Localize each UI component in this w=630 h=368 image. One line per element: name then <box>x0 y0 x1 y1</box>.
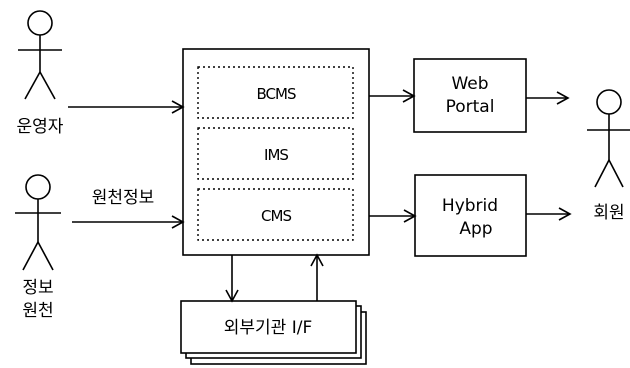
module-label-ims: IMS <box>264 146 288 164</box>
info-source-actor-icon <box>15 174 61 271</box>
module-label-bcms: BCMS <box>257 85 296 103</box>
web-portal-label-line2: Portal <box>446 97 495 117</box>
info-source-label-line2: 원천 <box>22 301 53 321</box>
member-actor-icon <box>587 89 630 188</box>
web-portal-box <box>413 58 527 133</box>
module-label-cms: CMS <box>261 207 291 225</box>
operator-label: 운영자 <box>17 117 64 137</box>
info-source-label-line1: 정보 <box>22 278 53 298</box>
module-box-bcms <box>197 66 354 119</box>
external-if-label: 외부기관 I/F <box>224 318 312 338</box>
source-info-edge-label: 원천정보 <box>92 188 155 208</box>
hybrid-app-label-line2: App <box>459 219 492 239</box>
module-box-ims <box>197 127 354 180</box>
external-if-box <box>180 300 357 354</box>
web-portal-label-line1: Web <box>451 74 488 94</box>
core-system-box <box>182 48 370 256</box>
operator-actor-icon <box>18 10 62 100</box>
module-box-cms <box>197 188 354 241</box>
member-label: 회원 <box>593 203 624 223</box>
hybrid-app-box <box>414 174 527 257</box>
hybrid-app-label-line1: Hybrid <box>442 196 498 216</box>
